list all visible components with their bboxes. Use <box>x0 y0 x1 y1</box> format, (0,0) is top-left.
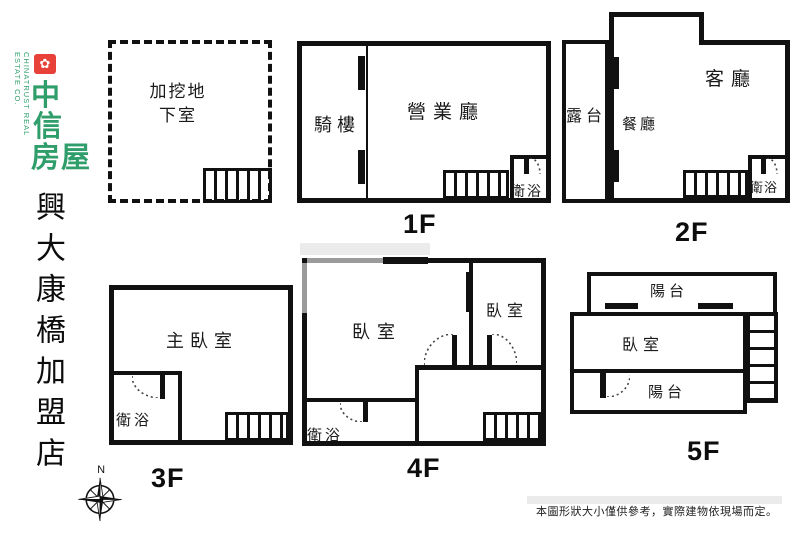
window-bar <box>698 303 733 309</box>
room-label-bedroom: 臥室 <box>622 337 665 354</box>
room-label-basement: 加挖地 下室 <box>149 82 207 125</box>
room-label-bath: 衛浴 <box>116 413 153 429</box>
brand-logo-icon: ✿ <box>34 54 56 74</box>
stairs <box>683 170 748 198</box>
room-label-arcade: 騎樓 <box>314 115 360 135</box>
room-label-balcony: 陽台 <box>650 284 689 300</box>
door-stub <box>524 159 529 174</box>
window-bar <box>466 272 473 312</box>
door-arc <box>132 376 160 398</box>
bath-wall <box>178 371 182 445</box>
door-stub <box>487 335 492 365</box>
room-label-bedroom: 臥室 <box>486 303 529 320</box>
door-arc <box>492 334 517 365</box>
window-bar <box>612 150 619 182</box>
brand-char-3: 房屋 <box>31 142 92 174</box>
window-bar <box>605 303 638 309</box>
f4-wall <box>415 365 419 401</box>
floor-label-4f: 4F <box>407 453 441 483</box>
brand-char-1: 中 <box>31 80 61 112</box>
f4-gray-border <box>302 263 307 313</box>
f5-wall <box>574 369 743 373</box>
bath-wall <box>415 398 419 446</box>
f2-wall <box>609 198 790 203</box>
room-label-dining: 餐廳 <box>622 117 659 133</box>
room-label-living: 客廳 <box>705 69 758 90</box>
room-label-terrace: 露台 <box>566 108 607 125</box>
room-label-hall: 營業廳 <box>407 102 486 123</box>
stairs <box>483 412 544 441</box>
bath-wall <box>109 371 182 375</box>
room-label-bedroom: 臥室 <box>352 322 402 342</box>
door-arc <box>340 403 363 422</box>
window-bar <box>612 57 619 89</box>
watermark-bar <box>527 496 782 504</box>
f2-terrace-outline <box>562 40 609 203</box>
door-stub <box>600 373 606 398</box>
stairs <box>443 170 509 199</box>
room-label-bath: 衛浴 <box>307 428 344 444</box>
door-arc <box>607 375 630 397</box>
f2-wall <box>699 40 790 45</box>
room-label-bath: 衛浴 <box>750 180 779 195</box>
floor-label-1f: 1F <box>403 209 437 239</box>
compass-rose-icon: N <box>78 464 122 522</box>
basement-outline <box>108 40 272 203</box>
floor-label-3f: 3F <box>151 463 185 493</box>
bath-wall <box>510 155 547 159</box>
brand-english-name: CHINATRUST REAL ESTATE CO. <box>13 52 31 137</box>
floor-label-5f: 5F <box>687 436 721 466</box>
f2-wall <box>609 12 704 17</box>
door-arc <box>424 334 453 365</box>
f4-wall <box>415 365 546 370</box>
door-stub <box>363 402 368 422</box>
bath-wall <box>748 155 785 159</box>
compass-north-label: N <box>97 464 105 476</box>
door-stub <box>160 375 165 399</box>
f5-main-outline <box>570 312 747 414</box>
bath-wall <box>307 398 419 402</box>
stairs <box>203 168 272 203</box>
f4-partition-wall <box>469 263 473 367</box>
floor-label-2f: 2F <box>675 217 709 247</box>
bath-wall <box>510 155 514 199</box>
door-stub <box>761 159 766 174</box>
f4-gray-border <box>307 258 387 263</box>
stairs <box>746 312 778 403</box>
f2-wall <box>699 12 704 45</box>
window-bar <box>358 56 365 90</box>
window-bar <box>383 257 428 264</box>
f1-partition-wall <box>366 46 368 198</box>
door-arc <box>767 158 778 174</box>
disclaimer-note: 本圖形狀大小僅供參考，實際建物依現場而定。 <box>536 506 778 518</box>
brand-char-2: 信 <box>33 111 63 143</box>
room-label-balcony: 陽台 <box>648 385 687 401</box>
door-arc <box>530 158 541 174</box>
stairs <box>225 412 289 441</box>
f2-wall <box>609 12 614 203</box>
room-label-bath: 衛浴 <box>511 185 543 200</box>
window-bar <box>358 150 365 184</box>
room-label-master-bedroom: 主臥室 <box>166 331 238 351</box>
f2-wall <box>785 40 790 203</box>
watermark-bar <box>300 243 430 255</box>
bath-wall <box>748 155 752 198</box>
flower-icon: ✿ <box>39 56 51 71</box>
door-stub <box>452 335 457 365</box>
office-name: 興大康橋加盟店 <box>31 191 64 478</box>
